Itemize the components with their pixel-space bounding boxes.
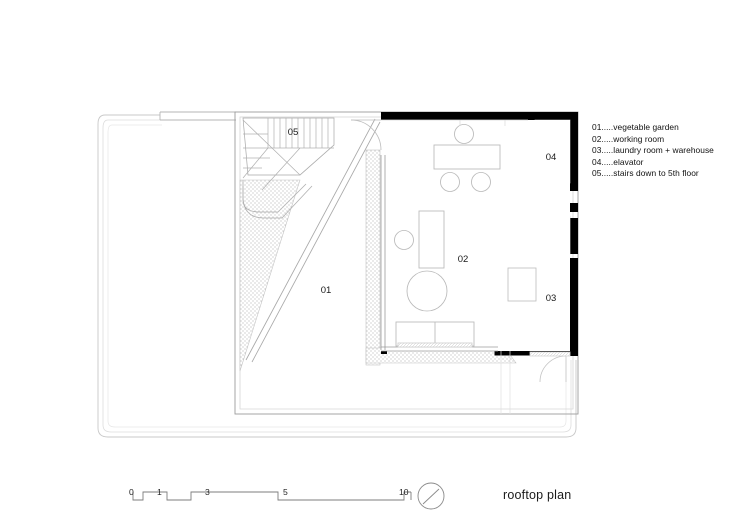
page-title: rooftop plan [503, 488, 572, 502]
laundry-door-swing [529, 351, 571, 383]
parapet-stub [159, 111, 236, 121]
legend-item-03: 03.....laundry room + warehouse [592, 145, 714, 156]
site-boundary-outline [97, 114, 577, 438]
scale-tick-5: 5 [283, 487, 288, 497]
plan-guide-lines [240, 351, 573, 414]
working-room-mullions [381, 119, 528, 126]
scale-tick-0: 0 [129, 487, 134, 497]
garden-ramp-path [245, 118, 381, 363]
scale-tick-10: 10 [399, 487, 409, 497]
room-label-01: 01 [321, 285, 332, 296]
site-boundary-outline-inner2 [107, 124, 567, 428]
north-arrow [417, 482, 445, 510]
scale-tick-1: 1 [157, 487, 162, 497]
door-swing-working-room [350, 119, 382, 151]
legend-item-05: 05.....stairs down to 5th floor [592, 168, 699, 179]
laundry-room-03 [501, 257, 570, 349]
legend-item-02: 02.....working room [592, 133, 665, 144]
working-room-furniture [394, 124, 501, 348]
room-legend: 01.....vegetable garden 02.....working r… [592, 122, 714, 180]
room-code-labels: 01 02 03 04 05 [288, 127, 557, 304]
scale-tick-3: 3 [205, 487, 210, 497]
room-label-04: 04 [546, 152, 557, 163]
stair-05 [242, 117, 335, 191]
stair-landing-curve [242, 180, 313, 219]
legend-item-01: 01.....vegetable garden [592, 122, 679, 132]
room-label-02: 02 [458, 254, 469, 265]
room-label-03: 03 [546, 293, 557, 304]
scale-bar-graphic [132, 491, 412, 501]
site-boundary-outline-inner [102, 119, 572, 433]
garden-planting-beds [239, 149, 517, 372]
legend-item-04: 04.....elavator [592, 156, 644, 167]
room-label-05: 05 [288, 127, 299, 138]
laundry-appliance [507, 267, 537, 302]
